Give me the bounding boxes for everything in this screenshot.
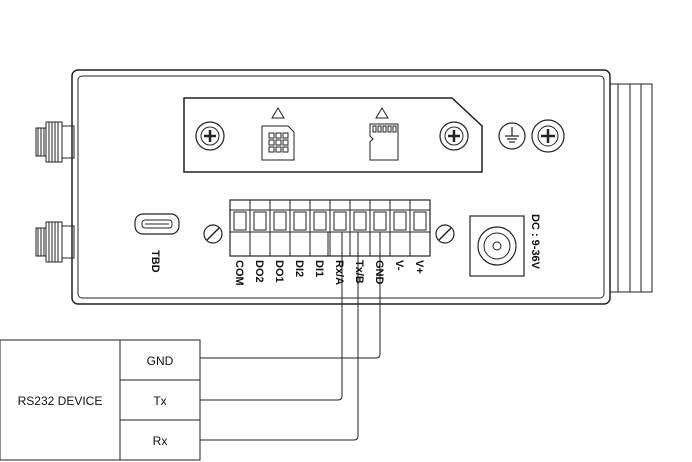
terminal-block	[229, 199, 431, 257]
terminal-slot	[233, 211, 247, 231]
device-label: RS232 DEVICE	[18, 394, 103, 408]
wires	[200, 232, 381, 441]
terminal-block-screw-right	[435, 224, 455, 244]
power-label: DC : 9-36V	[529, 214, 541, 270]
side-bracket	[609, 83, 653, 293]
screw-icon	[531, 119, 565, 153]
antenna-connector-bottom-icon	[35, 221, 75, 263]
terminal-label: COM	[233, 260, 245, 286]
terminal-slot	[253, 211, 267, 231]
device-signal-gnd: GND	[147, 354, 174, 368]
terminal-label: DO1	[273, 260, 285, 283]
terminal-label: DO2	[253, 260, 265, 283]
sim-sd-cover-panel	[183, 97, 483, 173]
terminal-slot	[273, 211, 287, 231]
wire-rx	[200, 232, 359, 441]
terminal-slot	[353, 211, 367, 231]
usb-port-icon	[134, 213, 180, 235]
ground-icon	[498, 122, 526, 150]
terminal-slot	[313, 211, 327, 231]
dc-jack-icon	[469, 215, 525, 277]
wire-gnd	[200, 232, 381, 359]
screw-icon	[439, 121, 469, 151]
terminal-label: Rx/A	[333, 260, 345, 285]
terminal-slot	[333, 211, 347, 231]
terminal-slot	[393, 211, 407, 231]
device-signal-tx: Tx	[153, 394, 166, 408]
terminal-slot	[413, 211, 427, 231]
warning-triangle-icon	[271, 107, 285, 119]
antenna-connector-top-icon	[35, 121, 75, 163]
terminal-block-screw-left	[203, 224, 223, 244]
wire-tx	[200, 232, 343, 401]
terminal-label: DI1	[313, 260, 325, 277]
device-signal-rx: Rx	[153, 434, 168, 448]
usb-label: TBD	[149, 250, 161, 273]
terminal-label: DI2	[293, 260, 305, 277]
device-enclosure	[71, 69, 611, 305]
sim-card-icon	[261, 125, 295, 161]
screw-icon	[195, 121, 225, 151]
terminal-slot	[293, 211, 307, 231]
terminal-labels: COM DO2 DO1 DI2 DI1 Rx/A Tx/B GND V- V+	[233, 260, 425, 286]
warning-triangle-icon	[375, 107, 389, 119]
sd-card-icon	[369, 123, 399, 161]
terminal-label: V-	[393, 260, 405, 271]
terminal-label: GND	[373, 260, 385, 285]
terminal-slot	[373, 211, 387, 231]
terminal-label: V+	[413, 260, 425, 274]
terminal-label: Tx/B	[353, 260, 365, 284]
